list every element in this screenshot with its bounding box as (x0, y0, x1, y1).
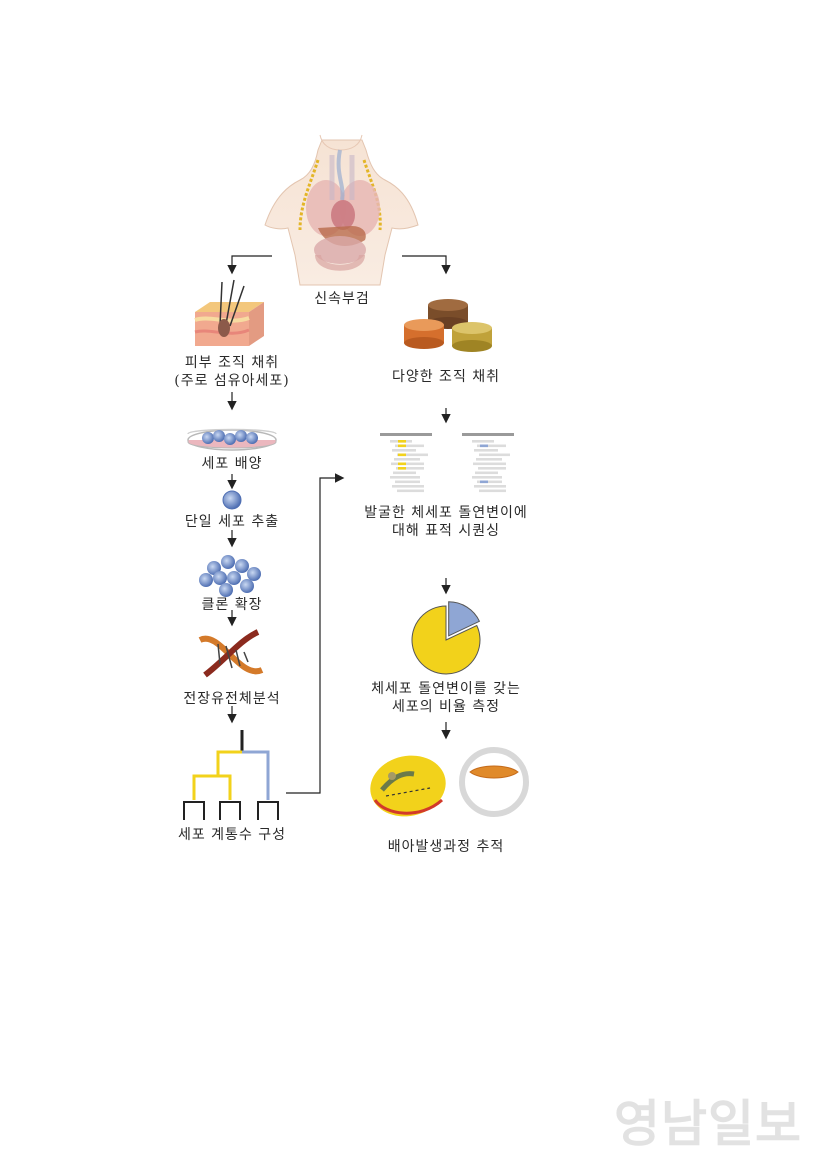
sequencing-reads-icon (380, 433, 514, 493)
read-line (395, 480, 420, 484)
read-line (392, 485, 424, 488)
read-line (477, 480, 502, 484)
label-skin-tissue-sub: (주로 섬유아세포) (174, 373, 290, 389)
read-variant (398, 444, 406, 448)
read-variant (398, 453, 406, 457)
read-line (393, 471, 416, 475)
read-line (479, 489, 506, 493)
single-cell-icon (222, 490, 242, 510)
read-variant (398, 440, 406, 443)
read-line (397, 453, 428, 457)
read-line (475, 471, 498, 475)
label-skin-tissue: 피부 조직 채취 (184, 355, 280, 371)
blastocyst-icon (459, 747, 529, 817)
pie-slice-yellow (411, 605, 481, 675)
dna-helix-icon (198, 629, 264, 678)
read-variant (480, 444, 488, 448)
clone-cluster-icon (199, 555, 261, 597)
read-line (478, 467, 506, 470)
read-line (472, 476, 502, 479)
label-targeted-seq-2: 대해 표적 시퀀싱 (391, 523, 501, 539)
read-line (392, 449, 416, 452)
label-ratio-1: 체세포 돌연변이를 갖는 (371, 681, 521, 697)
read-header (462, 433, 514, 436)
read-line (477, 444, 506, 448)
read-line (474, 449, 498, 452)
label-lineage: 세포 계통수 구성 (177, 827, 287, 843)
read-line (390, 476, 420, 479)
petri-dish-icon (187, 428, 277, 451)
tissue-samples-icon (404, 299, 492, 352)
read-variant (398, 467, 406, 470)
skin-tissue-icon (194, 279, 264, 346)
read-line (394, 458, 420, 461)
read-line (397, 489, 424, 493)
read-variant (480, 480, 488, 484)
label-targeted-seq-1: 발굴한 체세포 돌연변이에 (364, 505, 528, 521)
label-single-cell: 단일 세포 추출 (184, 514, 280, 530)
label-cell-culture: 세포 배양 (201, 456, 263, 472)
torso-illustration (264, 134, 419, 286)
read-line (396, 467, 424, 470)
read-line (472, 440, 494, 443)
cell-fraction-pie (411, 601, 481, 675)
read-variant (398, 462, 406, 466)
read-header (380, 433, 432, 436)
label-autopsy: 신속부검 (314, 291, 370, 307)
embryo-icon (370, 755, 446, 817)
label-various-tissue: 다양한 조직 채취 (391, 369, 501, 385)
read-line (479, 453, 510, 457)
read-line (476, 458, 502, 461)
label-ratio-2: 세포의 비율 측정 (391, 699, 501, 715)
read-line (395, 444, 424, 448)
read-line (474, 485, 506, 488)
label-wgs: 전장유전체분석 (183, 691, 281, 707)
watermark-logo: 영남일보 (614, 1095, 802, 1153)
pie-slice-blue (448, 601, 481, 637)
read-line (473, 462, 506, 466)
label-clone: 클론 확장 (201, 597, 263, 613)
read-line (391, 462, 424, 466)
label-embryo: 배아발생과정 추적 (387, 839, 505, 855)
lineage-tree-icon (183, 730, 279, 820)
